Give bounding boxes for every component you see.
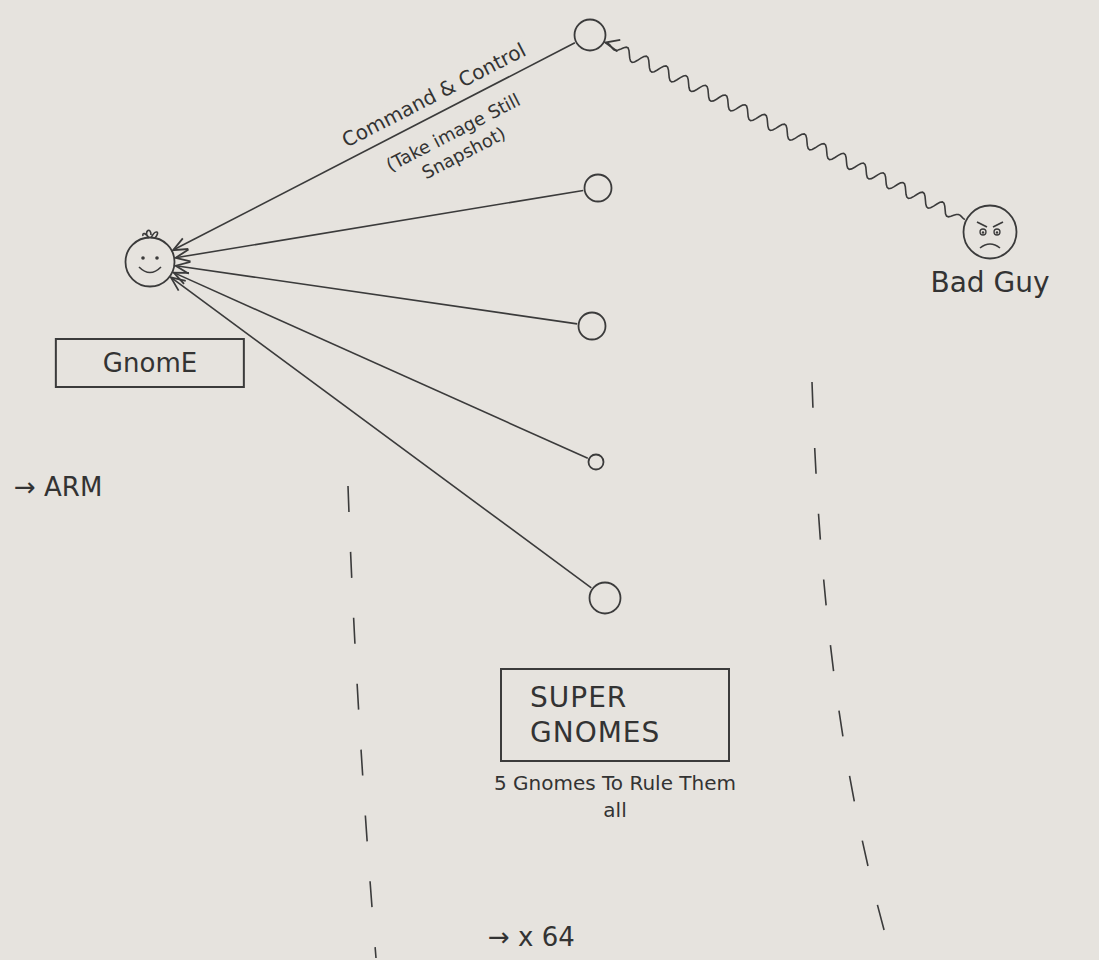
circle-outline bbox=[589, 455, 604, 470]
super-gnome-circle bbox=[577, 311, 607, 341]
shape-outline bbox=[962, 204, 1018, 260]
command-line bbox=[171, 277, 591, 587]
smile bbox=[139, 267, 161, 273]
shape-outline bbox=[573, 18, 607, 52]
frown bbox=[980, 244, 1000, 248]
shape-outline bbox=[587, 453, 605, 471]
arrow-note: → x 64 bbox=[488, 922, 575, 952]
command-line bbox=[173, 43, 575, 250]
circle-outline bbox=[590, 583, 621, 614]
super-gnomes-box: SUPER GNOMES5 Gnomes To Rule Them all bbox=[500, 668, 730, 762]
eyebrow bbox=[977, 222, 1003, 227]
eye bbox=[980, 229, 986, 235]
super-gnome-circle bbox=[588, 581, 622, 615]
eye bbox=[994, 229, 1000, 235]
super-gnome-circle bbox=[583, 173, 613, 203]
command-line bbox=[176, 266, 577, 324]
gnome-label: GnomE bbox=[55, 338, 245, 388]
circle-outline bbox=[126, 238, 175, 287]
pupil bbox=[982, 231, 984, 233]
box-subtitle: 5 Gnomes To Rule Them all bbox=[490, 770, 740, 824]
command-line bbox=[174, 273, 588, 459]
box-title: SUPER GNOMES bbox=[530, 680, 700, 750]
shape-outline bbox=[583, 173, 613, 203]
arrow-note: → ARM bbox=[14, 472, 102, 502]
shape-outline bbox=[577, 311, 607, 341]
circle-outline bbox=[964, 206, 1017, 259]
pupil bbox=[996, 231, 998, 233]
super-gnome-circle bbox=[587, 453, 605, 471]
bad-guy-label: Bad Guy bbox=[930, 266, 1049, 299]
dashed-boundary bbox=[812, 382, 892, 958]
shape-outline bbox=[124, 236, 176, 288]
wavy-attack-arrow bbox=[605, 43, 965, 220]
command-line bbox=[176, 190, 584, 257]
eye bbox=[141, 256, 145, 260]
circle-outline bbox=[575, 20, 606, 51]
circle-outline bbox=[579, 313, 606, 340]
eye bbox=[155, 256, 159, 260]
gnome-face: GnomE bbox=[124, 236, 176, 288]
dashed-boundary bbox=[348, 486, 376, 958]
bad-guy-face: Bad Guy bbox=[962, 204, 1018, 260]
circle-outline bbox=[585, 175, 612, 202]
super-gnome-circle bbox=[573, 18, 607, 52]
shape-outline bbox=[588, 581, 622, 615]
hair-tuft bbox=[143, 230, 158, 238]
